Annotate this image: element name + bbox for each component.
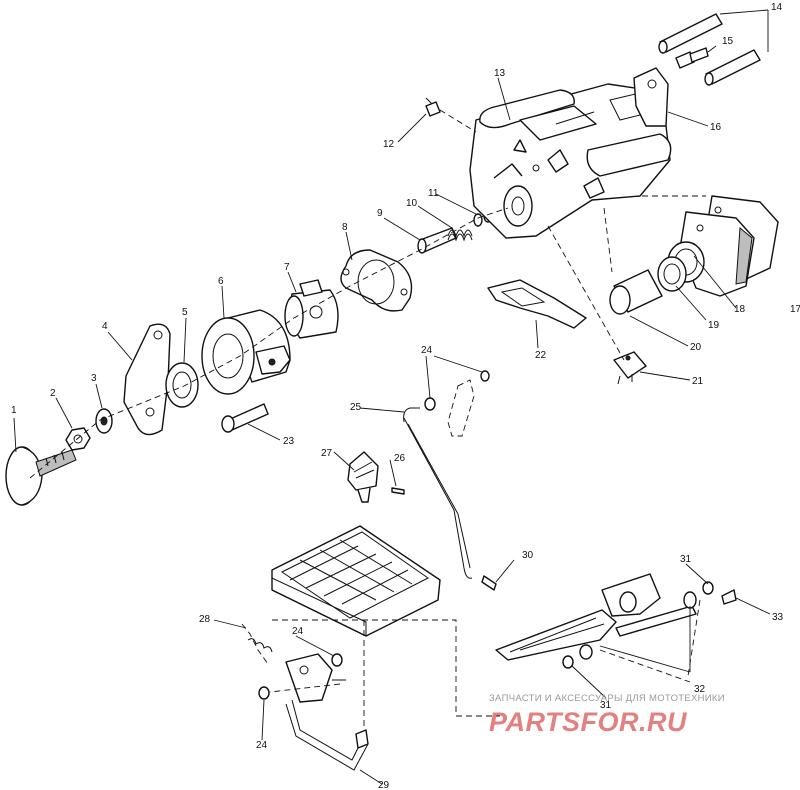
callout-21: 21 [692, 376, 704, 387]
callout-7: 7 [284, 262, 290, 273]
part-guide-pins [658, 13, 761, 86]
part-switch [613, 351, 647, 385]
part-piston [284, 279, 339, 339]
part-seal-ring [165, 362, 199, 408]
callout-22: 22 [535, 350, 547, 361]
callout-24-top: 24 [421, 345, 433, 356]
part-spring [447, 229, 473, 242]
callout-13: 13 [494, 68, 506, 79]
part-nut [65, 427, 91, 451]
part-bracket [123, 323, 171, 436]
callout-27: 27 [321, 448, 333, 459]
callout-32: 32 [694, 684, 706, 695]
callout-17: 17 [790, 304, 800, 315]
part-pedal-lever [285, 653, 369, 771]
callout-15: 15 [722, 36, 734, 47]
callout-11: 11 [428, 188, 439, 199]
callout-33: 33 [772, 612, 784, 623]
callout-3: 3 [91, 373, 97, 384]
callout-23: 23 [283, 436, 295, 447]
part-return-spring [241, 623, 273, 665]
part-spring-pin [481, 575, 497, 591]
part-shim-plate [487, 279, 587, 329]
callout-10: 10 [406, 198, 418, 209]
leader-lines [13, 9, 771, 785]
watermark-logo: PARTSFOR.RU [489, 707, 688, 737]
part-caliper-piston [609, 269, 663, 315]
callout-2: 2 [50, 388, 56, 399]
callout-28: 28 [199, 614, 211, 625]
part-caliper-body [469, 83, 672, 239]
part-washers [258, 370, 490, 700]
part-mount-bracket [633, 67, 669, 127]
callout-16: 16 [710, 122, 722, 133]
callout-1: 1 [11, 405, 17, 416]
part-dust-boot [657, 256, 687, 292]
part-bolt [675, 47, 709, 69]
callout-18: 18 [734, 304, 746, 315]
callout-24-mid: 24 [292, 626, 304, 637]
callout-4: 4 [102, 321, 108, 332]
part-pedal-arm [495, 573, 737, 669]
callout-9: 9 [377, 208, 383, 219]
part-housing-bolt [221, 403, 269, 433]
callout-31-left: 31 [600, 700, 612, 711]
part-gasket [340, 249, 413, 312]
part-clip [447, 379, 475, 437]
callout-labels: 1 2 3 4 5 6 7 8 9 10 11 12 13 14 15 16 1… [11, 2, 800, 790]
callout-12: 12 [383, 139, 395, 150]
part-knob [5, 446, 77, 506]
part-housing-cup [201, 309, 291, 395]
part-footrest-plate [271, 525, 441, 637]
callout-19: 19 [708, 320, 720, 331]
callout-5: 5 [182, 307, 188, 318]
part-washer [95, 408, 113, 434]
part-brake-rod [403, 407, 473, 579]
part-cotter-pin [391, 487, 405, 495]
watermark-caption: ЗАПЧАСТИ И АКСЕССУАРЫ ДЛЯ МОТОТЕХНИКИ [489, 693, 725, 704]
callout-6: 6 [218, 276, 224, 287]
callout-26: 26 [394, 453, 406, 464]
callout-14: 14 [771, 2, 783, 13]
callout-30: 30 [522, 550, 534, 561]
callout-20: 20 [690, 342, 702, 353]
part-brake-pads [679, 195, 779, 297]
assembly-lines [29, 109, 706, 730]
callout-24-bottom: 24 [256, 740, 268, 751]
part-adjuster-knob [347, 451, 379, 503]
callout-31-right: 31 [680, 554, 692, 565]
callout-8: 8 [342, 222, 348, 233]
callout-29: 29 [378, 780, 390, 790]
callout-25: 25 [350, 402, 362, 413]
part-bleeder [425, 97, 441, 117]
